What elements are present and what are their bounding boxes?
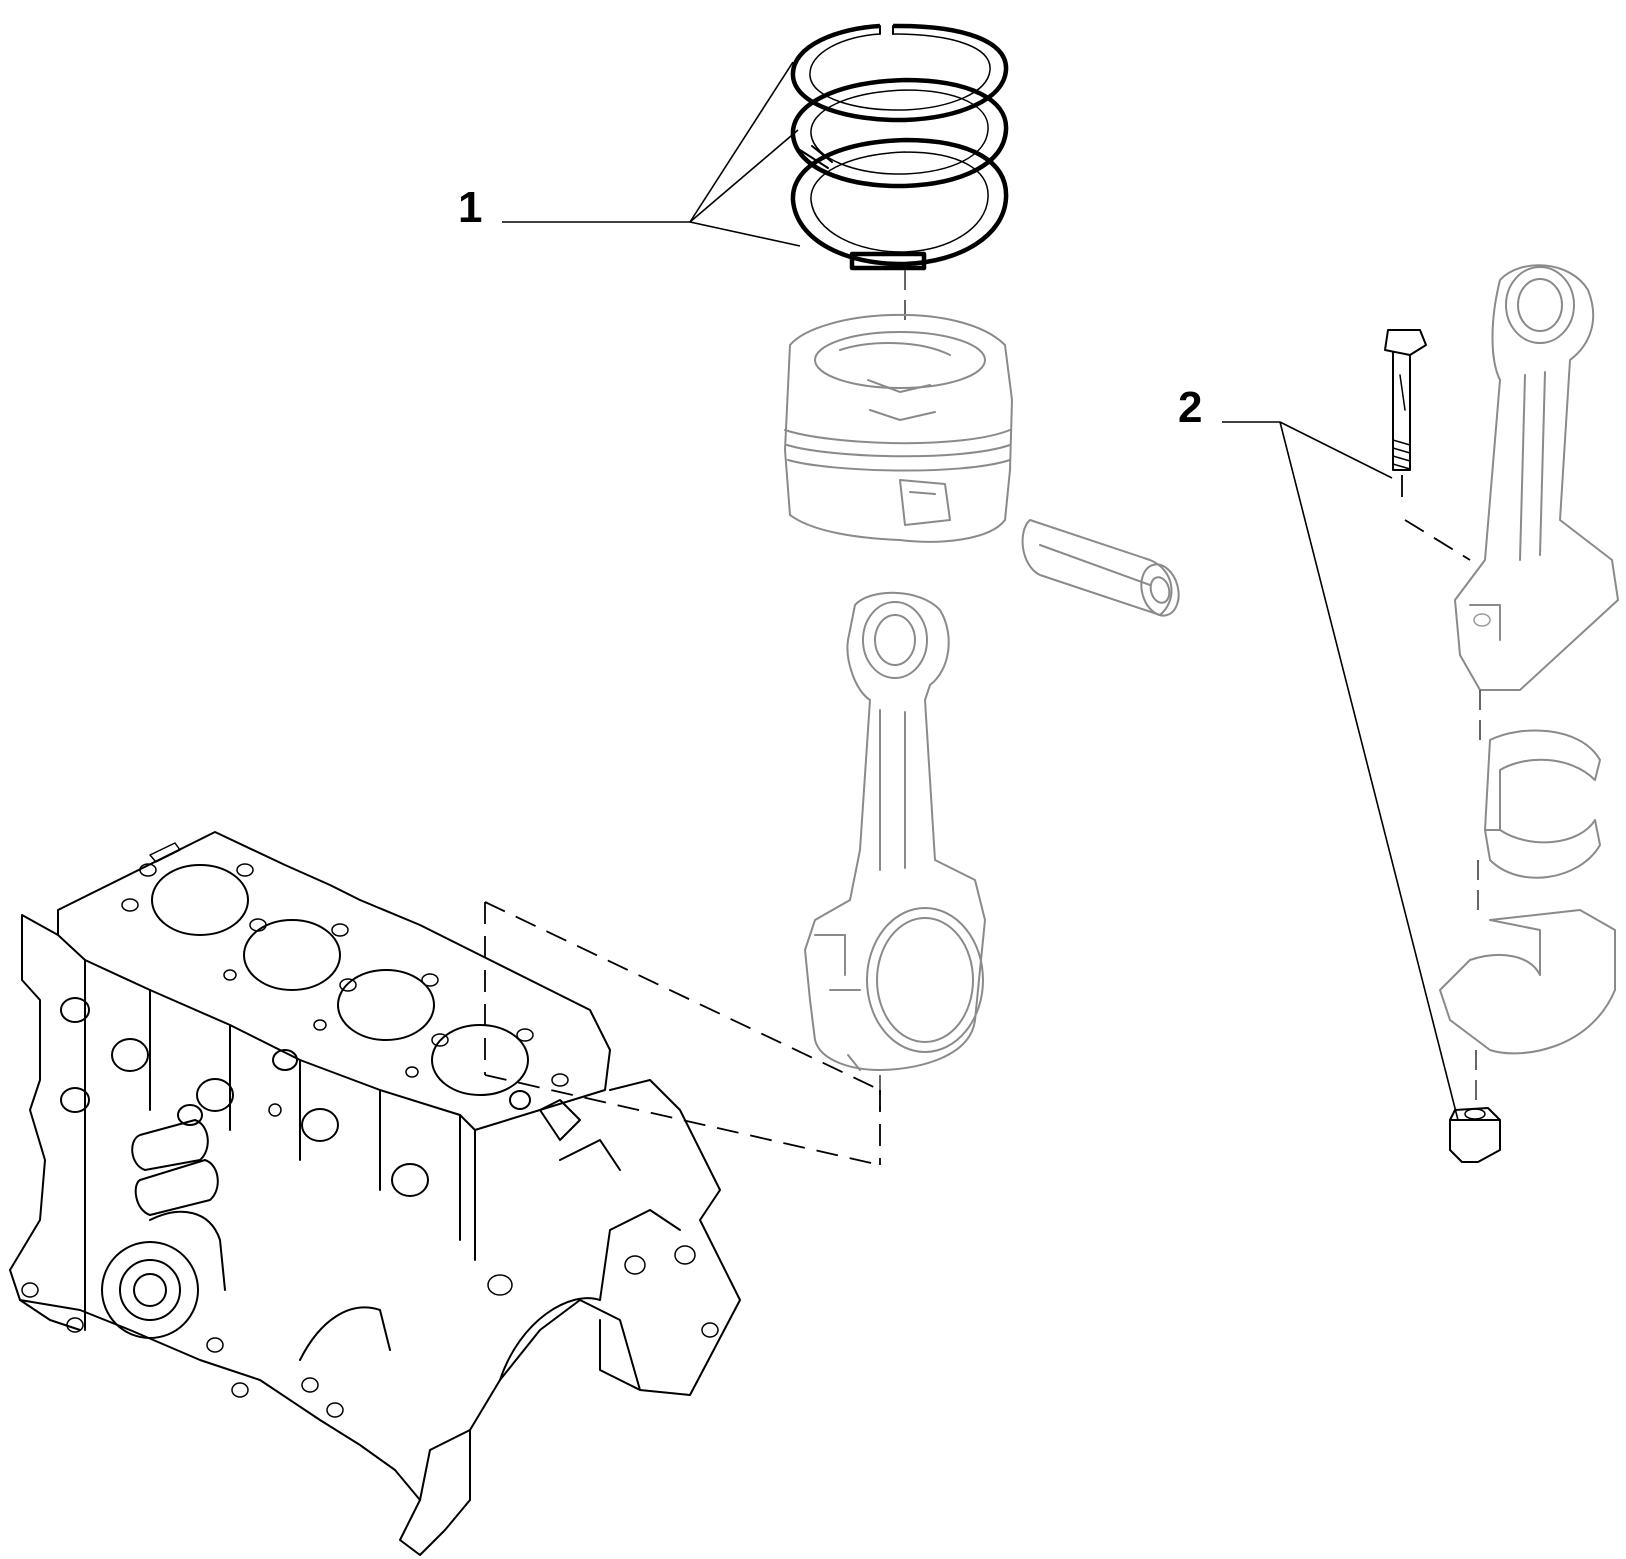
connecting-rod-nut — [1449, 1107, 1501, 1163]
bearing-shells — [1439, 729, 1616, 1055]
connecting-rod — [804, 591, 986, 1110]
assembly-dash-line — [484, 901, 881, 1166]
callout-1: 1 — [458, 61, 801, 247]
piston-pin — [1021, 519, 1180, 617]
callout-1-label: 1 — [458, 183, 482, 232]
engine-block — [9, 831, 741, 1556]
callout-2-label: 2 — [1178, 383, 1202, 432]
piston — [784, 314, 1013, 543]
connecting-rod-bolt — [1384, 329, 1471, 561]
callout-2: 2 — [1178, 383, 1459, 1121]
connecting-rod-exploded — [1439, 264, 1619, 1100]
piston-rings-set — [790, 23, 1009, 330]
